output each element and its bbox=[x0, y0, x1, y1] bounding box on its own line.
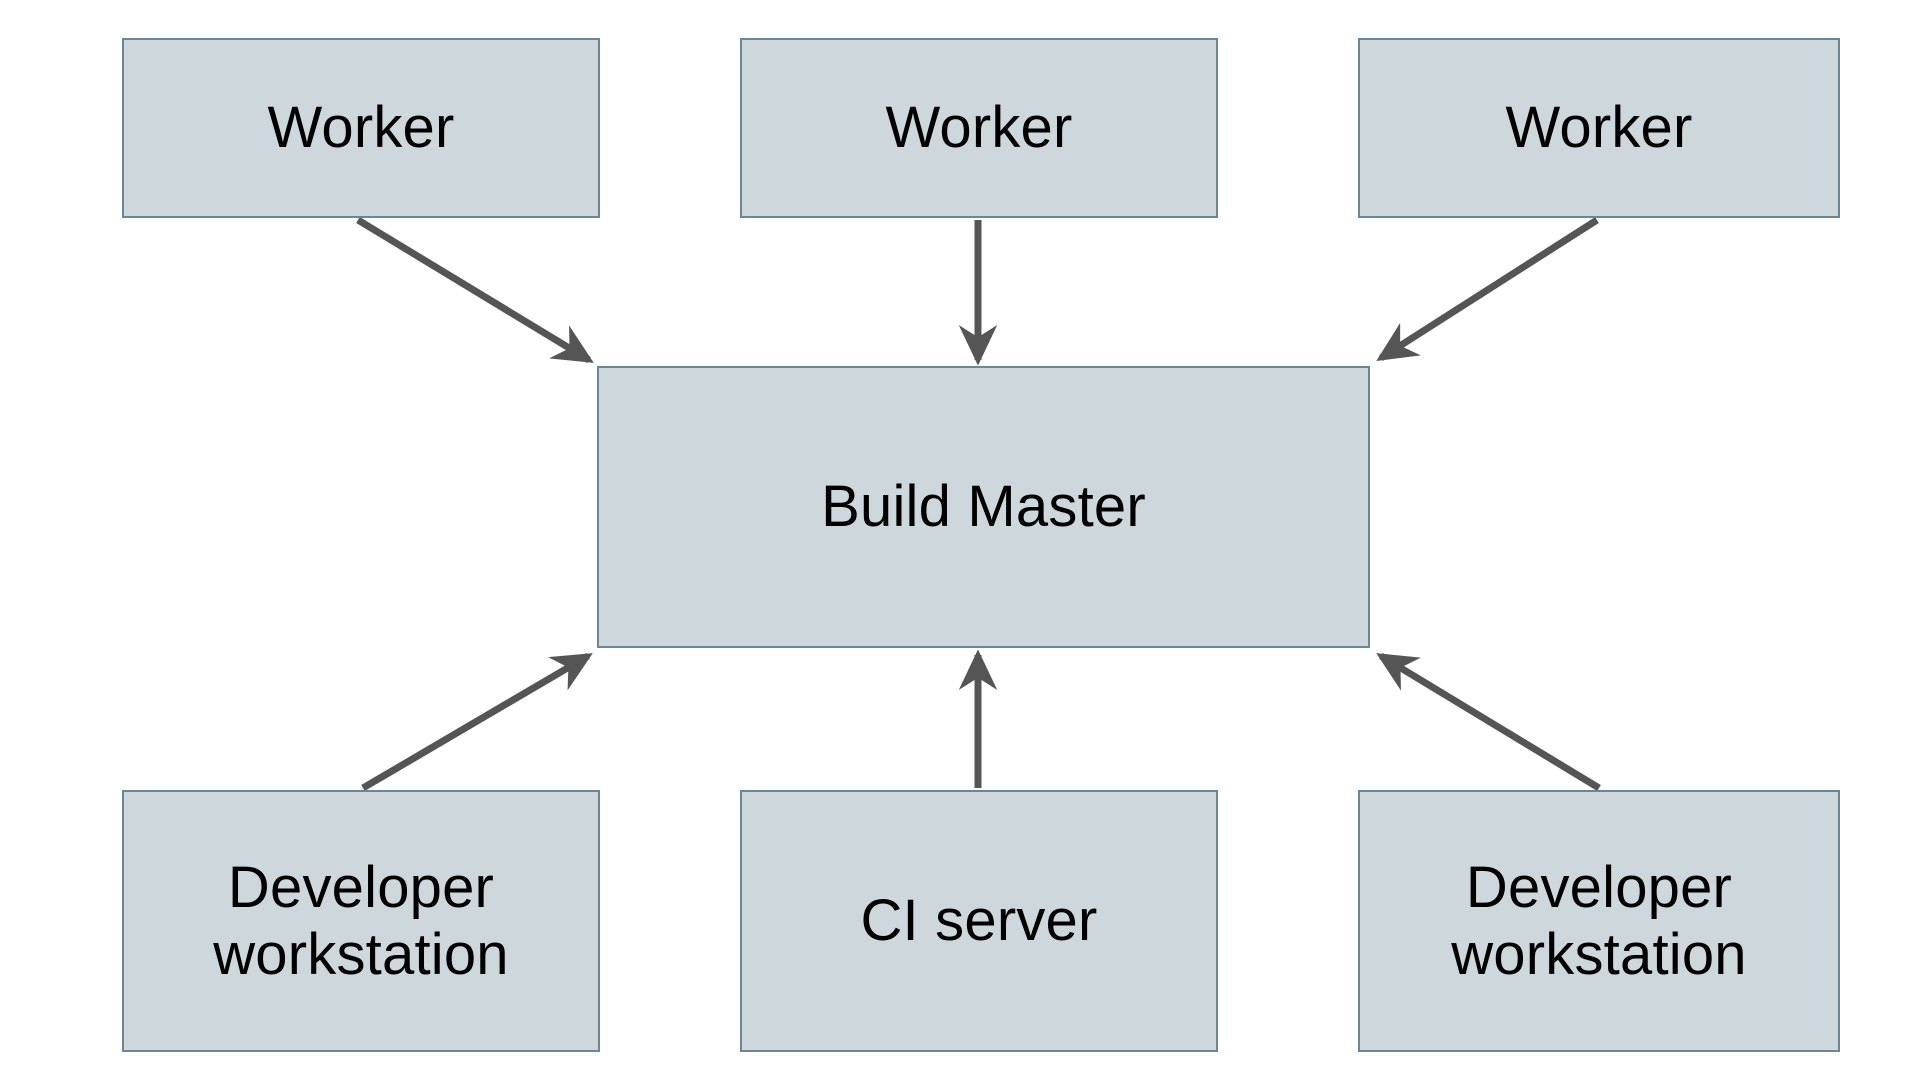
edge-worker1-to-master bbox=[356, 217, 594, 363]
node-worker-2[interactable]: Worker bbox=[740, 38, 1218, 218]
node-build-master-label: Build Master bbox=[821, 473, 1146, 539]
node-worker-3[interactable]: Worker bbox=[1358, 38, 1840, 218]
edge-devleft-to-master bbox=[361, 652, 593, 792]
node-worker-1-label: Worker bbox=[267, 94, 455, 160]
node-build-master[interactable]: Build Master bbox=[597, 366, 1370, 648]
node-ci-server-label: CI server bbox=[860, 887, 1098, 953]
node-worker-2-label: Worker bbox=[885, 94, 1073, 160]
node-ci-server[interactable]: CI server bbox=[740, 790, 1218, 1052]
node-developer-workstation-left-label: Developer workstation bbox=[213, 854, 509, 987]
edge-worker3-to-master bbox=[1376, 217, 1599, 362]
edge-devright-to-master bbox=[1376, 653, 1601, 791]
node-worker-1[interactable]: Worker bbox=[122, 38, 600, 218]
node-developer-workstation-right-label: Developer workstation bbox=[1451, 854, 1747, 987]
node-developer-workstation-right[interactable]: Developer workstation bbox=[1358, 790, 1840, 1052]
node-worker-3-label: Worker bbox=[1505, 94, 1693, 160]
node-developer-workstation-left[interactable]: Developer workstation bbox=[122, 790, 600, 1052]
